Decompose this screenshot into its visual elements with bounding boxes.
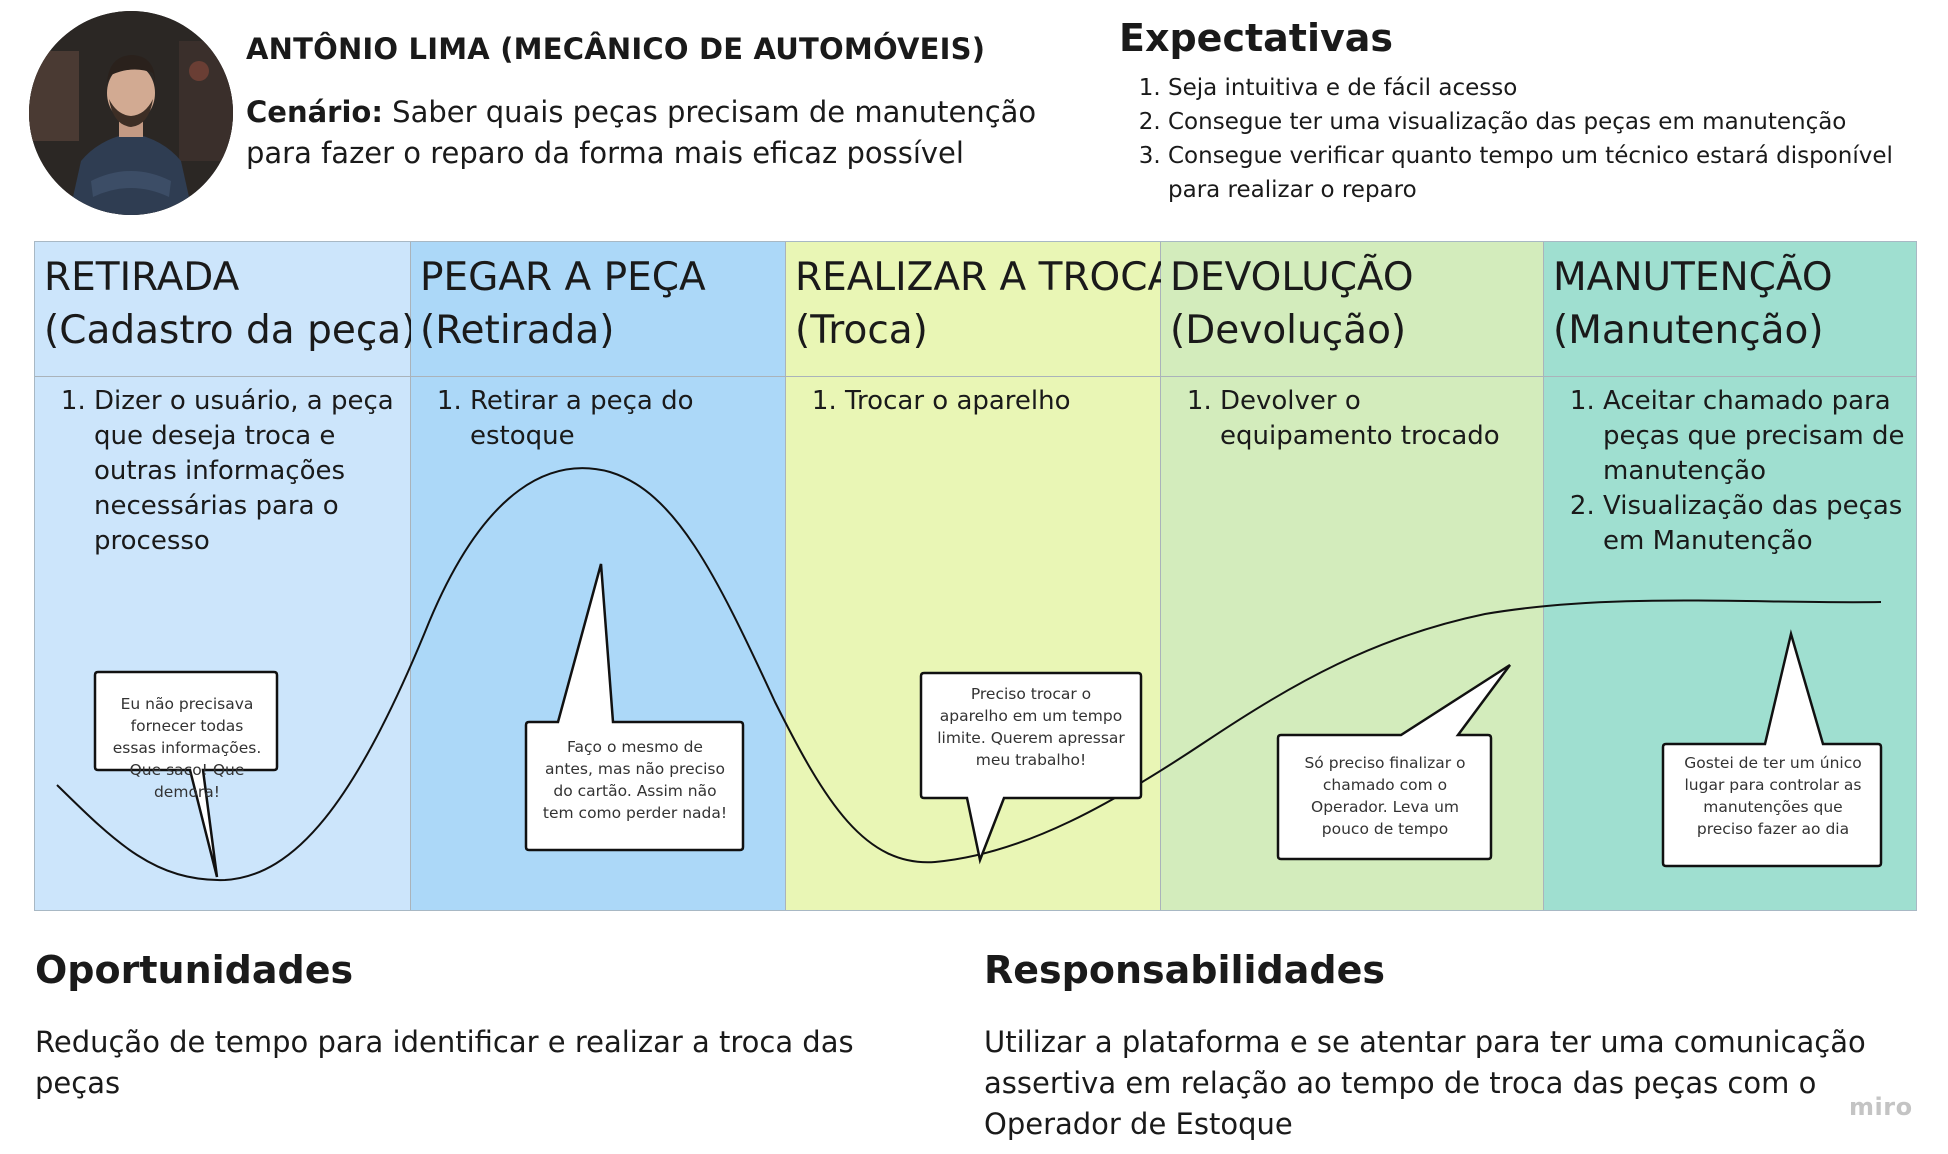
oportunidades-title: Oportunidades [35, 948, 354, 992]
stage-actions: Devolver o equipamento trocado [1192, 384, 1535, 454]
bubble-text: Gostei de ter um único lugar para contro… [1684, 754, 1862, 838]
bubble-text: Preciso trocar o aparelho em um tempo li… [937, 685, 1125, 769]
bubble-text: Eu não precisava fornecer todas essas in… [112, 695, 262, 801]
stage-action: Aceitar chamado para peças que precisam … [1603, 384, 1909, 489]
expectativas-title: Expectativas [1119, 16, 1393, 60]
stage-subtitle: (Troca) [795, 308, 928, 353]
stage-title: PEGAR A PEÇA [420, 255, 706, 300]
expectativa-item: Consegue verificar quanto tempo um técni… [1168, 139, 1928, 207]
scenario-text: Saber quais peças precisam de manutenção… [246, 95, 1037, 170]
stage-action: Devolver o equipamento trocado [1220, 384, 1535, 454]
stage-subtitle: (Manutenção) [1553, 308, 1824, 353]
stage-subtitle: (Cadastro da peça) [44, 308, 417, 353]
stage-title: DEVOLUÇÃO [1170, 255, 1414, 300]
stage-actions: Retirar a peça do estoque [442, 384, 777, 454]
stage-header: RETIRADA (Cadastro da peça) [35, 242, 417, 377]
responsabilidades-title: Responsabilidades [984, 948, 1385, 992]
stage-action: Dizer o usuário, a peça que deseja troca… [94, 384, 402, 559]
stage-subtitle: (Devolução) [1170, 308, 1407, 353]
stage-actions: Trocar o aparelho [817, 384, 1152, 419]
scenario-label: Cenário: [246, 95, 383, 129]
stage-header: DEVOLUÇÃO (Devolução) [1161, 242, 1543, 377]
expectativas-list: Seja intuitiva e de fácil acesso Consegu… [1140, 71, 1928, 207]
bubble-text: Só preciso finalizar o chamado com o Ope… [1304, 754, 1466, 838]
stage-subtitle: (Retirada) [420, 308, 615, 353]
stage-action: Visualização das peças em Manutenção [1603, 489, 1909, 559]
persona-scenario: Cenário: Saber quais peças precisam de m… [246, 92, 1076, 174]
stage-title: RETIRADA [44, 255, 240, 300]
stage-title: REALIZAR A TROCA [795, 255, 1175, 300]
oportunidades-text: Redução de tempo para identificar e real… [35, 1025, 854, 1100]
persona-name: ANTÔNIO LIMA (MECÂNICO DE AUTOMÓVEIS) [246, 32, 986, 66]
stage-actions: Dizer o usuário, a peça que deseja troca… [66, 384, 402, 559]
bubble-text: Faço o mesmo de antes, mas não preciso d… [542, 738, 728, 822]
mechanic-photo [29, 11, 233, 215]
stage-action: Trocar o aparelho [845, 384, 1152, 419]
persona-avatar [29, 11, 233, 215]
stage-retirada: RETIRADA (Cadastro da peça) Dizer o usuá… [35, 242, 417, 910]
expectativa-item: Consegue ter uma visualização das peças … [1168, 105, 1928, 139]
stage-title: MANUTENÇÃO [1553, 255, 1833, 300]
stage-action: Retirar a peça do estoque [470, 384, 777, 454]
stage-header: PEGAR A PEÇA (Retirada) [411, 242, 785, 377]
miro-watermark: miro [1849, 1093, 1913, 1121]
stage-realizar-a-troca: REALIZAR A TROCA (Troca) Trocar o aparel… [786, 242, 1175, 910]
responsabilidades-text: Utilizar a plataforma e se atentar para … [984, 1025, 1866, 1141]
stage-actions: Aceitar chamado para peças que precisam … [1575, 384, 1909, 559]
stage-header: MANUTENÇÃO (Manutenção) [1544, 242, 1916, 377]
expectativa-item: Seja intuitiva e de fácil acesso [1168, 71, 1928, 105]
journey-board: RETIRADA (Cadastro da peça) Dizer o usuá… [34, 241, 1917, 911]
stage-header: REALIZAR A TROCA (Troca) [786, 242, 1175, 377]
